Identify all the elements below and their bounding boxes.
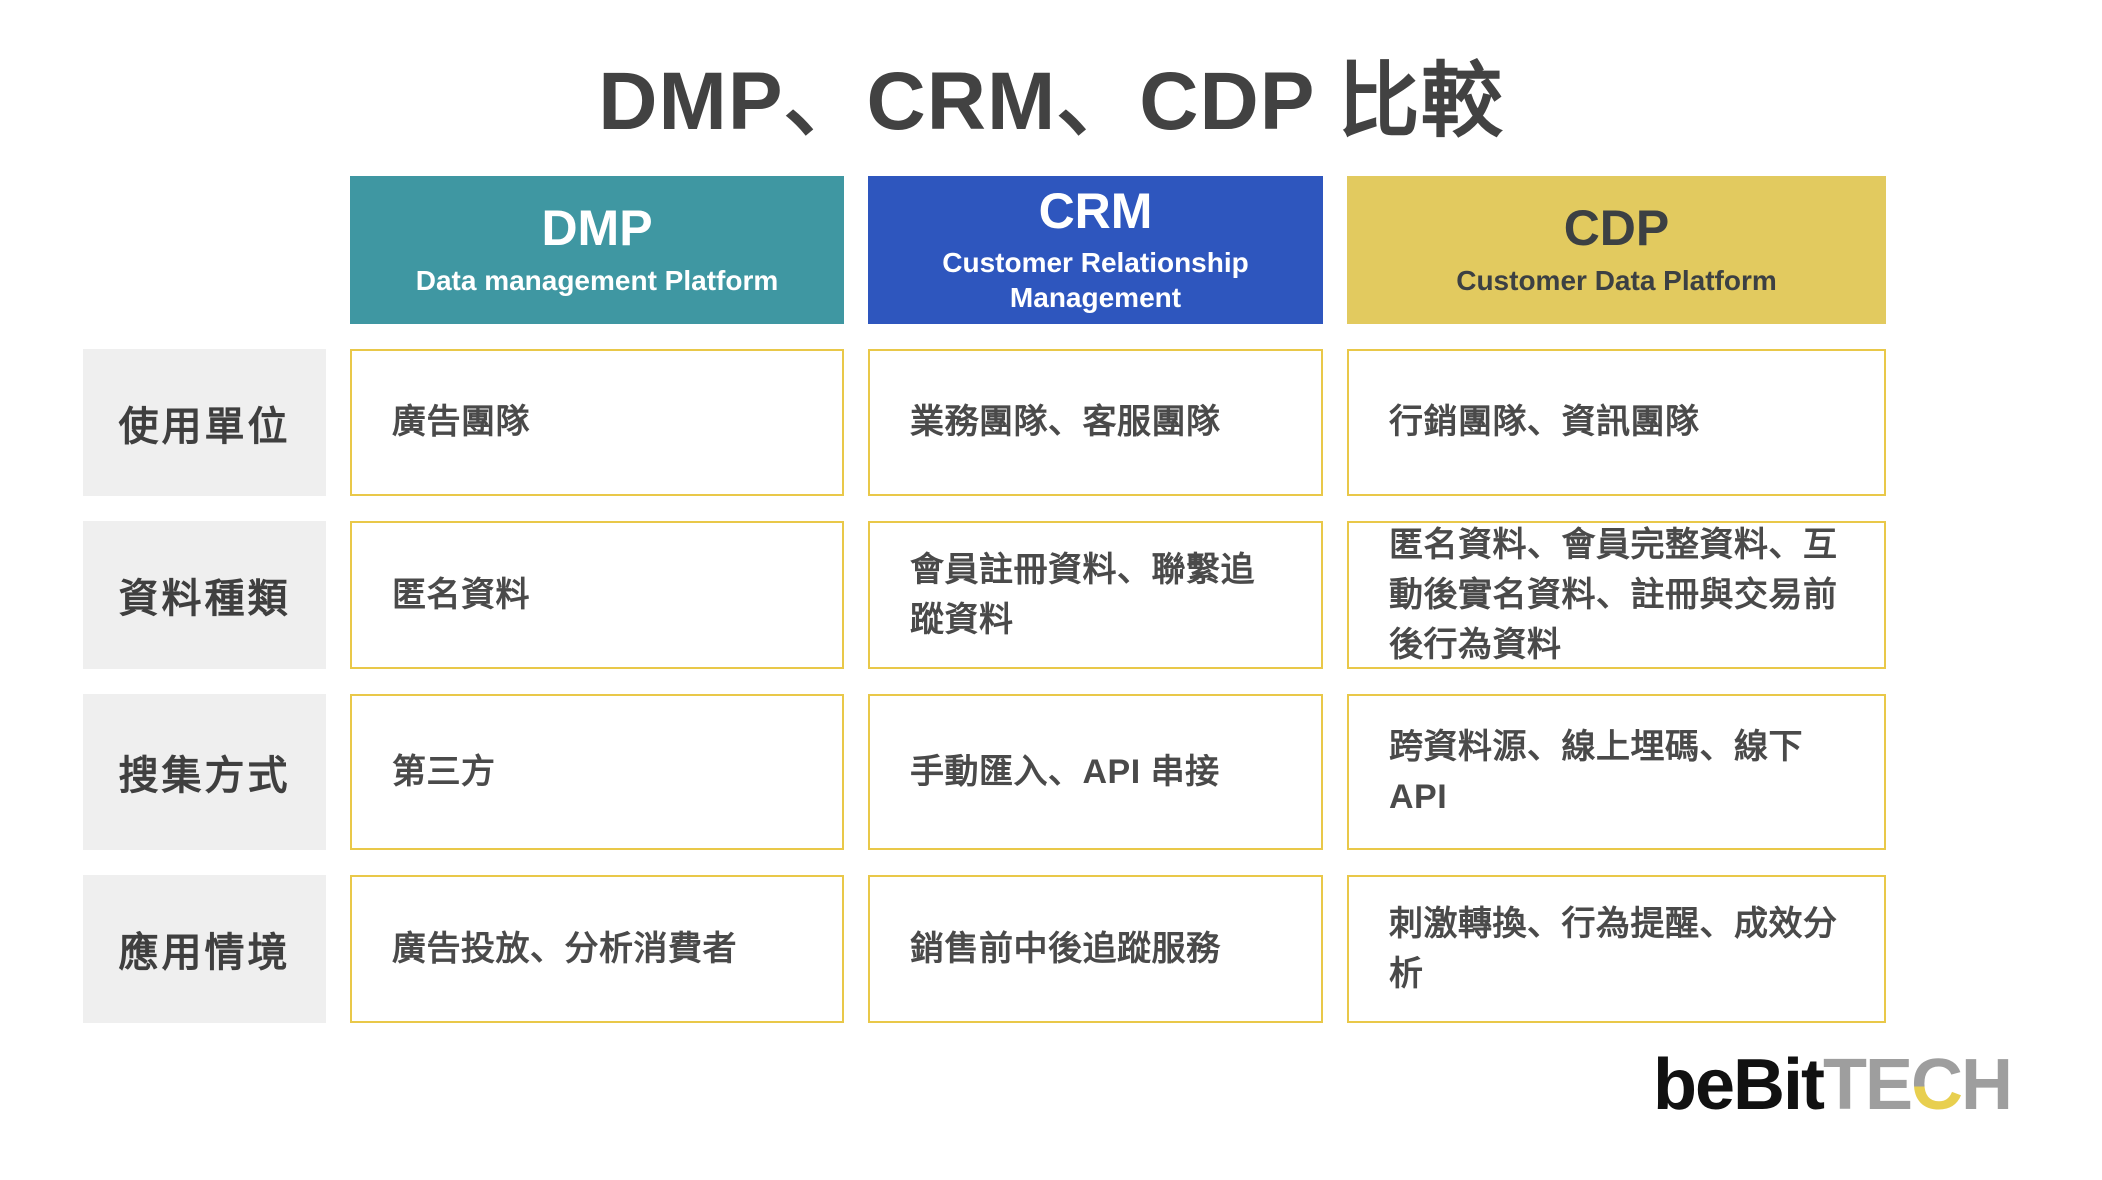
row-label-collection-method: 搜集方式 bbox=[83, 694, 326, 850]
cell-users-dmp: 廣告團隊 bbox=[350, 349, 844, 496]
logo-split-c-text: C bbox=[1911, 1045, 1963, 1125]
cell-collection-cdp: 跨資料源、線上埋碼、線下 API bbox=[1347, 694, 1886, 850]
column-header-cdp: CDP Customer Data Platform bbox=[1347, 176, 1886, 324]
logo-h-text: H bbox=[1961, 1045, 2013, 1125]
dmp-abbr: DMP bbox=[541, 200, 653, 257]
crm-full-name: Customer Relationship Management bbox=[942, 247, 1249, 314]
page-title: DMP、CRM、CDP 比較 bbox=[598, 56, 1504, 147]
row-label-data-types: 資料種類 bbox=[83, 521, 326, 669]
column-header-dmp: DMP Data management Platform bbox=[350, 176, 844, 324]
cell-users-cdp: 行銷團隊、資訊團隊 bbox=[1347, 349, 1886, 496]
cell-data-types-dmp: 匿名資料 bbox=[350, 521, 844, 669]
corner-spacer bbox=[83, 176, 326, 324]
cell-data-types-crm: 會員註冊資料、聯繫追蹤資料 bbox=[868, 521, 1323, 669]
dmp-full-name: Data management Platform bbox=[415, 264, 779, 296]
crm-abbr: CRM bbox=[1038, 182, 1153, 239]
cell-collection-crm: 手動匯入、API 串接 bbox=[868, 694, 1323, 850]
cell-use-cases-dmp: 廣告投放、分析消費者 bbox=[350, 875, 844, 1023]
row-label-users: 使用單位 bbox=[83, 349, 326, 496]
logo-te-text: TE bbox=[1822, 1045, 1913, 1125]
cdp-abbr: CDP bbox=[1563, 200, 1670, 257]
cdp-full-name: Customer Data Platform bbox=[1456, 264, 1777, 296]
row-label-use-cases: 應用情境 bbox=[83, 875, 326, 1023]
cell-data-types-cdp: 匿名資料、會員完整資料、互動後實名資料、註冊與交易前後行為資料 bbox=[1347, 521, 1886, 669]
column-header-crm: CRM Customer Relationship Management bbox=[868, 176, 1323, 324]
bebittech-logo: beBitTECH bbox=[1652, 1044, 2013, 1126]
cell-collection-dmp: 第三方 bbox=[350, 694, 844, 850]
cell-use-cases-crm: 銷售前中後追蹤服務 bbox=[868, 875, 1323, 1023]
comparison-table: DMP Data management Platform CRM Custome… bbox=[83, 176, 1886, 1023]
cell-use-cases-cdp: 刺激轉換、行為提醒、成效分析 bbox=[1347, 875, 1886, 1023]
cell-users-crm: 業務團隊、客服團隊 bbox=[868, 349, 1323, 496]
logo-bebit-text: beBit bbox=[1652, 1045, 1825, 1125]
